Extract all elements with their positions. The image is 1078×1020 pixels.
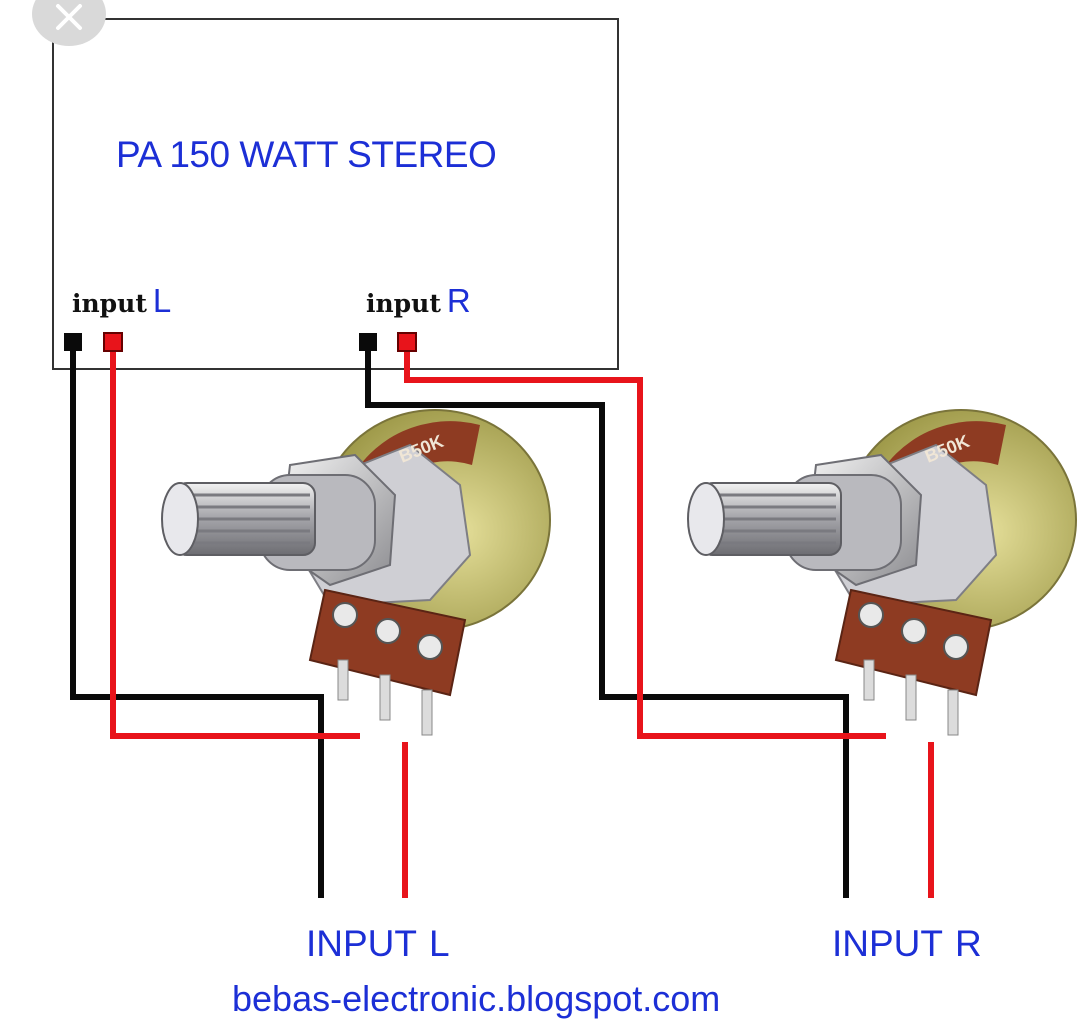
amp-input-left-prefix: input	[72, 289, 147, 318]
amp-input-right-prefix: input	[366, 289, 441, 318]
bottom-input-right-prefix: INPUT	[832, 923, 943, 964]
watermark-text: bebas-electronic.blogspot.com	[232, 978, 721, 1019]
amp-input-left-channel: L	[152, 282, 172, 319]
terminal-left-red	[103, 332, 123, 352]
wire-right-ground	[365, 345, 849, 898]
bottom-input-left-channel: L	[429, 923, 450, 964]
potentiometer-left: B50K	[160, 408, 552, 737]
wire-right-signal	[404, 345, 886, 739]
amp-input-right-channel: R	[446, 282, 471, 319]
bottom-input-right-label: INPUT R	[832, 923, 982, 965]
bottom-input-right-channel: R	[955, 923, 982, 964]
wire-left-ground	[70, 345, 324, 898]
potentiometer-right: B50K	[686, 408, 1078, 737]
bottom-input-left-label: INPUT L	[306, 923, 450, 965]
terminal-left-black	[64, 333, 82, 351]
close-icon	[56, 4, 82, 30]
terminal-right-black	[359, 333, 377, 351]
bottom-input-left-prefix: INPUT	[306, 923, 417, 964]
wire-left-signal	[110, 345, 360, 739]
amplifier-title: PA 150 WATT STEREO	[116, 134, 497, 175]
wiring-diagram: B50K B50K	[52, 18, 1078, 898]
amplifier-box	[52, 18, 619, 370]
terminal-right-red	[397, 332, 417, 352]
